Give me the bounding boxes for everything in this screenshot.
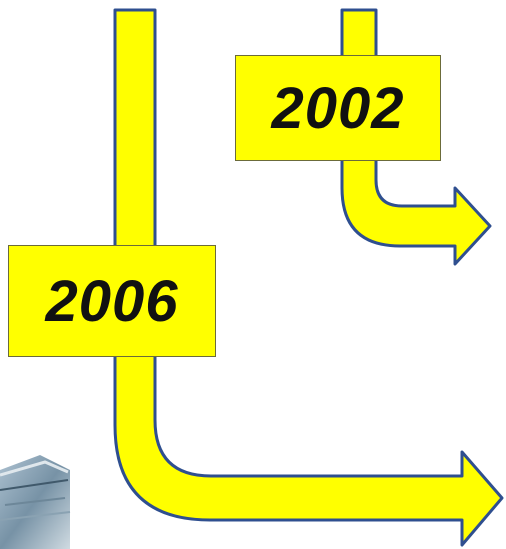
year-label-2006: 2006 bbox=[8, 245, 216, 357]
arrow-2006 bbox=[113, 8, 504, 547]
building-photo-fragment bbox=[0, 455, 71, 549]
year-label-2002: 2002 bbox=[235, 55, 441, 161]
arrow-2002 bbox=[340, 8, 492, 266]
